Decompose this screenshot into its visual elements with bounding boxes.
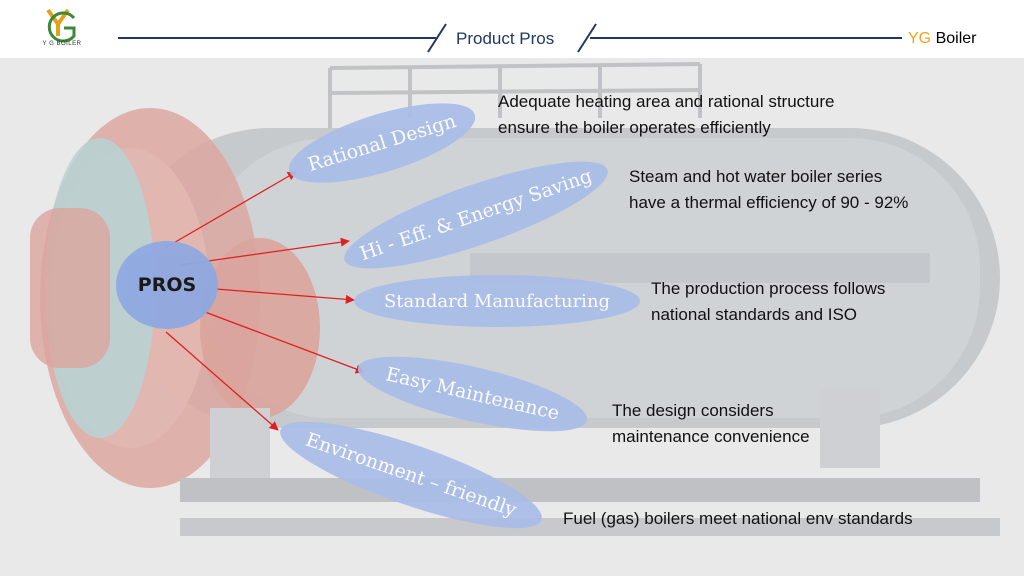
boiler-illustration xyxy=(30,62,1000,536)
description-line: have a thermal efficiency of 90 - 92% xyxy=(629,193,909,212)
brand-label: YG Boiler xyxy=(908,30,976,48)
boiler-background-image xyxy=(0,58,1024,576)
arrow-to-easy-maintenance xyxy=(204,311,365,374)
description-line: Steam and hot water boiler series xyxy=(629,167,883,186)
description-environment-friendly: Fuel (gas) boilers meet national env sta… xyxy=(563,506,913,532)
brand-suffix: Boiler xyxy=(931,30,977,47)
description-line: The production process follows xyxy=(651,279,886,298)
logo-text: Y G BOILER xyxy=(42,41,82,47)
pill-standard-manufacturing: Standard Manufacturing xyxy=(354,275,640,327)
description-easy-maintenance: The design considers maintenance conveni… xyxy=(612,398,810,450)
header-rule xyxy=(118,23,902,53)
description-line: Adequate heating area and rational struc… xyxy=(498,92,835,111)
description-standard-manufacturing: The production process follows national … xyxy=(651,276,885,328)
description-line: Fuel (gas) boilers meet national env sta… xyxy=(563,509,913,528)
description-rational-design: Adequate heating area and rational struc… xyxy=(498,89,834,141)
arrow-to-environment-friendly xyxy=(165,331,279,431)
description-line: The design considers xyxy=(612,401,774,420)
yg-logo-icon xyxy=(46,8,76,43)
header: Y G BOILER Product Pros YG Boiler xyxy=(0,0,1024,58)
pros-label: PROS xyxy=(137,274,197,296)
page-title: Product Pros xyxy=(456,29,555,48)
description-line: national standards and ISO xyxy=(651,305,858,324)
description-line: maintenance convenience xyxy=(612,427,810,446)
arrow-to-rational-design xyxy=(164,171,297,249)
pill-label: Standard Manufacturing xyxy=(383,290,611,312)
description-line: ensure the boiler operates efficiently xyxy=(498,118,771,137)
brand-prefix: YG xyxy=(908,30,932,47)
arrow-to-standard-manufacturing xyxy=(215,288,355,304)
description-hi-eff: Steam and hot water boiler series have a… xyxy=(629,164,908,216)
pros-node: PROS xyxy=(116,241,218,329)
